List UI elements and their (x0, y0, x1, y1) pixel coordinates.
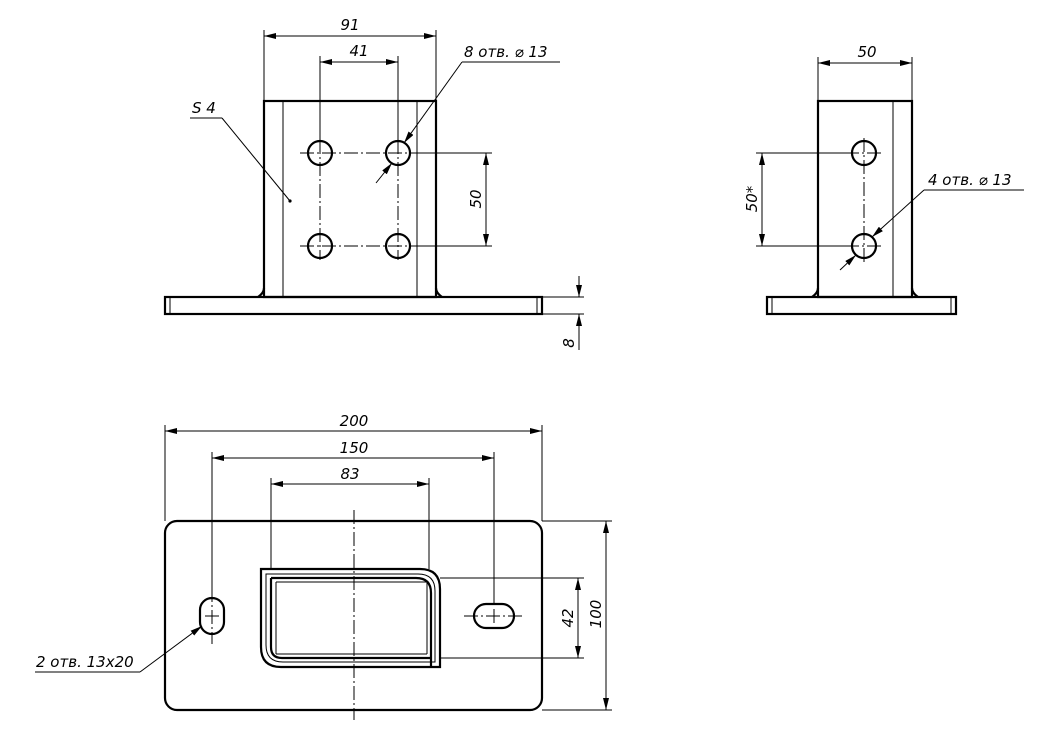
dim-slot-spacing: 150 (340, 439, 369, 457)
top-post-outline (259, 567, 442, 669)
callout-side-holes: 4 отв. ⌀ 13 (928, 171, 1012, 189)
callout-thickness: S 4 (192, 99, 216, 117)
dim-side-hole-spacing-v: 50* (743, 185, 761, 212)
top-view: 200 150 83 42 100 2 отв. 13x20 (35, 412, 612, 720)
dim-post-width: 42 (559, 608, 577, 627)
dim-front-hole-spacing-h: 41 (349, 42, 368, 60)
side-post (816, 99, 914, 299)
dim-front-width: 91 (340, 16, 359, 34)
callout-front-holes: 8 отв. ⌀ 13 (464, 43, 548, 61)
dim-overall-width: 100 (587, 600, 605, 629)
side-base-plate (765, 295, 958, 316)
dim-front-hole-spacing-v: 50 (467, 189, 485, 208)
callout-slots: 2 отв. 13x20 (36, 653, 134, 671)
dim-base-thickness: 8 (560, 338, 578, 348)
front-hole (306, 232, 334, 260)
dim-overall-length: 200 (340, 412, 369, 430)
dim-side-width: 50 (857, 43, 876, 61)
front-view: 91 41 8 отв. ⌀ 13 S 4 50 8 (163, 16, 584, 350)
front-base-plate (163, 295, 544, 316)
side-view: 50 50* 4 отв. ⌀ 13 (743, 43, 1024, 316)
dim-post-length: 83 (340, 465, 359, 483)
front-post (262, 99, 438, 299)
